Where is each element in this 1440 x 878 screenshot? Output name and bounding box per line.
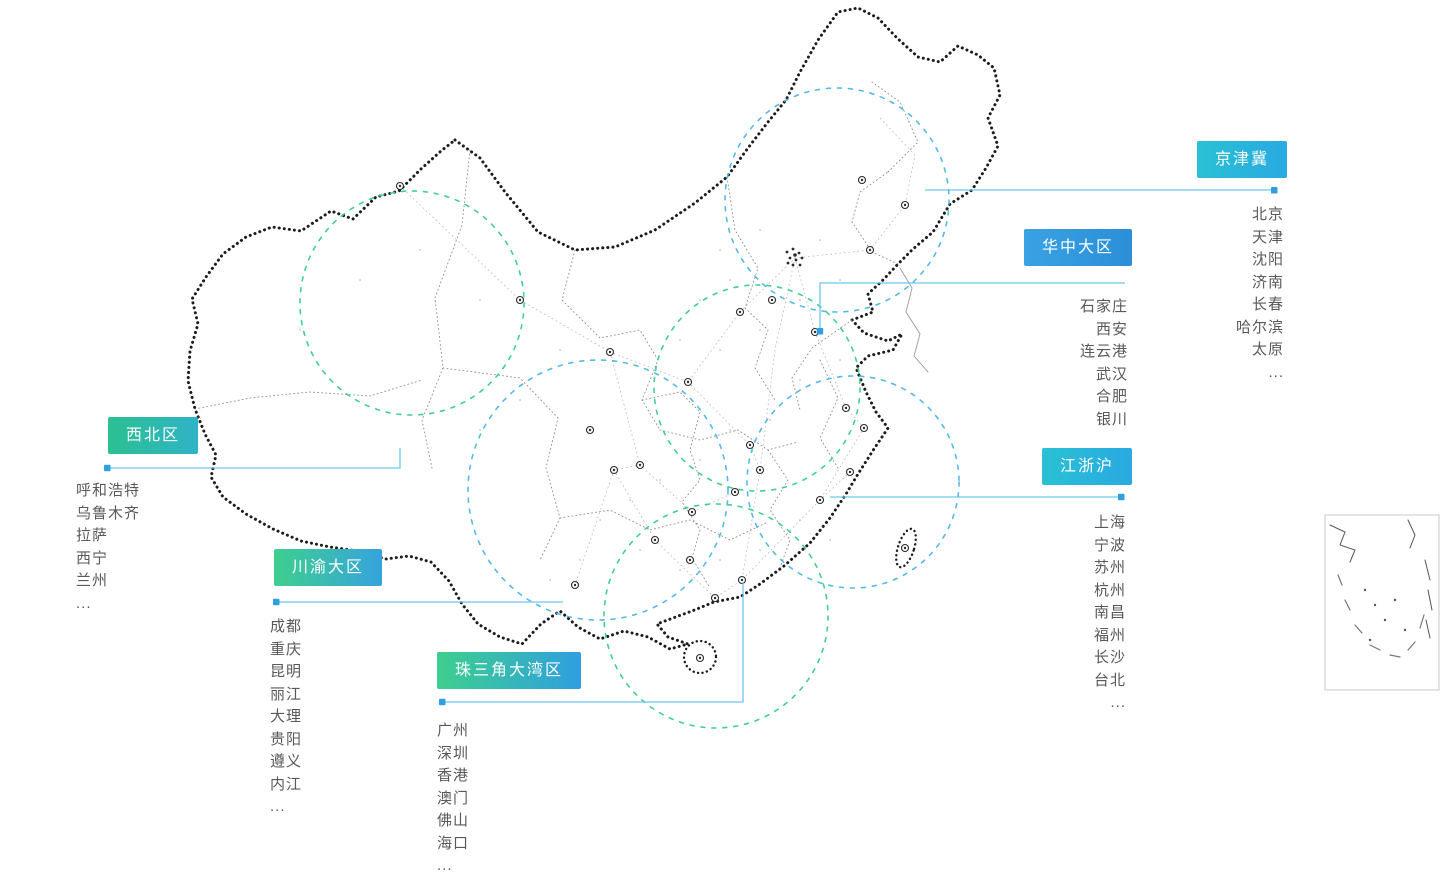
city-item: 海口 <box>437 834 470 852</box>
city-item: 武汉 <box>1095 365 1128 383</box>
city-item: 西安 <box>1095 320 1128 338</box>
city-list-zhusanjiao: 广州深圳香港澳门佛山海口... <box>437 720 469 878</box>
city-item: 遵义 <box>270 753 303 770</box>
city-item: 太原 <box>1251 341 1284 358</box>
korea-coastline <box>899 267 929 373</box>
city-item: 深圳 <box>437 744 470 762</box>
city-item: 杭州 <box>1093 581 1126 599</box>
city-item: 台北 <box>1093 671 1126 689</box>
connector-dot-jingjinji <box>1271 187 1278 194</box>
city-item: 福州 <box>1093 626 1126 644</box>
city-item: ... <box>1110 694 1126 711</box>
city-item: 宁波 <box>1093 536 1126 554</box>
region-circle-chuanyu <box>467 359 729 621</box>
city-item: 西宁 <box>76 549 109 567</box>
city-item: 济南 <box>1251 273 1284 291</box>
city-item: 哈尔滨 <box>1235 318 1284 336</box>
city-item: 佛山 <box>437 812 470 829</box>
connector-xibei <box>110 448 401 469</box>
region-circle-xibei <box>299 190 525 416</box>
city-list-jingjinji: 北京天津沈阳济南长春哈尔滨太原... <box>1236 204 1284 384</box>
city-list-xibei: 呼和浩特乌鲁木齐拉萨西宁兰州... <box>76 480 140 615</box>
city-list-chuanyu: 成都重庆昆明丽江大理贵阳遵义内江... <box>270 616 302 819</box>
region-connectors <box>104 187 1278 706</box>
province-boundaries <box>194 81 919 589</box>
city-item: ... <box>437 857 453 874</box>
railway-lines <box>399 117 916 599</box>
city-item: 长春 <box>1251 296 1284 313</box>
city-item: 成都 <box>270 618 303 635</box>
city-item: 兰州 <box>76 572 109 589</box>
city-item: 澳门 <box>437 789 470 807</box>
region-label-zhusanjiao[interactable]: 珠三角大湾区 <box>437 652 582 689</box>
city-item: 苏州 <box>1093 559 1126 576</box>
city-list-huazhong: 石家庄西安连云港武汉合肥银川 <box>1080 296 1128 431</box>
beijing-cluster <box>785 247 804 267</box>
city-item: 石家庄 <box>1079 298 1128 315</box>
city-item: 昆明 <box>270 663 303 680</box>
connector-dot-chuanyu <box>273 598 280 606</box>
city-item: 呼和浩特 <box>76 482 141 499</box>
region-label-chuanyu[interactable]: 川渝大区 <box>274 549 383 586</box>
city-item: 上海 <box>1093 514 1126 531</box>
connector-huazhong <box>819 282 1125 330</box>
city-item: 合肥 <box>1095 388 1128 405</box>
region-circles <box>299 87 960 729</box>
connector-dot-xibei <box>104 464 111 472</box>
connector-dot-jiangzhehu <box>1118 493 1125 501</box>
city-item: 重庆 <box>270 640 303 658</box>
city-markers <box>395 175 910 663</box>
connector-dot-zhusanjiao <box>439 698 446 706</box>
map-texture-dots <box>299 229 861 581</box>
region-label-jiangzhehu[interactable]: 江浙沪 <box>1042 448 1133 485</box>
city-item: 长沙 <box>1093 649 1126 666</box>
city-item: ... <box>270 798 286 815</box>
city-list-jiangzhehu: 上海宁波苏州杭州南昌福州长沙台北... <box>1094 512 1126 715</box>
city-item: 银川 <box>1095 410 1128 428</box>
city-item: 贵阳 <box>270 730 303 748</box>
city-item: 丽江 <box>270 685 303 703</box>
region-circle-huazhong <box>653 284 861 492</box>
city-item: 北京 <box>1251 206 1284 223</box>
region-circle-jiangzhehu <box>746 375 960 589</box>
region-label-huazhong[interactable]: 华中大区 <box>1024 229 1133 266</box>
taiwan-island <box>894 527 918 569</box>
connector-dot-huazhong <box>816 328 824 335</box>
city-item: 乌鲁木齐 <box>76 504 141 522</box>
region-label-jingjinji[interactable]: 京津冀 <box>1197 141 1288 178</box>
city-item: 南昌 <box>1093 604 1126 621</box>
city-item: 广州 <box>437 722 470 739</box>
city-item: 内江 <box>270 775 303 793</box>
city-item: 大理 <box>270 708 303 725</box>
region-circle-jingjinji <box>724 87 950 313</box>
city-item: ... <box>1268 363 1284 381</box>
hainan-island <box>682 639 718 675</box>
city-item: 沈阳 <box>1251 251 1284 268</box>
region-circle-zhusanjiao <box>603 503 829 729</box>
city-item: 拉萨 <box>76 527 109 544</box>
city-item: 连云港 <box>1079 343 1128 360</box>
city-item: ... <box>76 594 92 612</box>
china-map-outline <box>186 6 1002 675</box>
connector-zhusanjiao <box>445 582 744 703</box>
city-item: 天津 <box>1251 228 1284 246</box>
south-china-sea-inset <box>1324 514 1440 691</box>
city-item: 香港 <box>437 767 470 784</box>
region-label-xibei[interactable]: 西北区 <box>108 417 199 454</box>
